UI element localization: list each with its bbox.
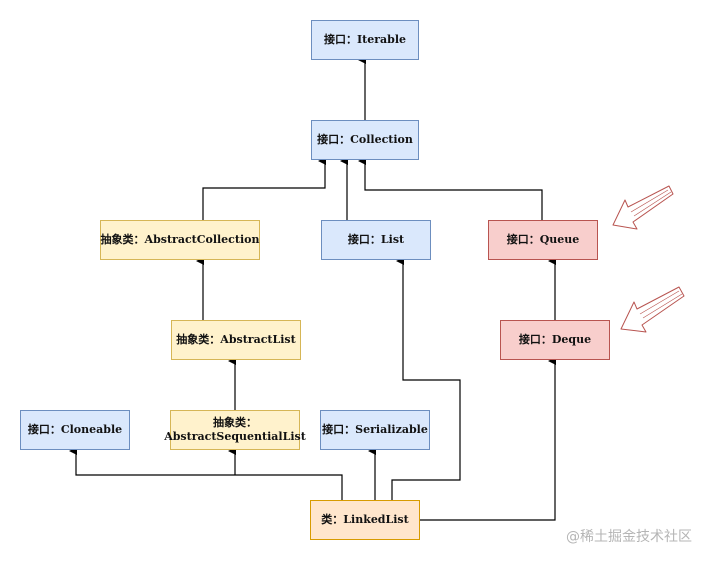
node-queue[interactable]: 接口：Queue xyxy=(488,220,598,260)
node-abstract-sequential-list[interactable]: 抽象类： AbstractSequentialList xyxy=(164,410,306,450)
watermark-text: @稀土掘金技术社区 xyxy=(566,529,692,545)
node-deque-label: 接口：Deque xyxy=(518,333,592,346)
node-collection[interactable]: 接口：Collection xyxy=(311,120,419,160)
callout-arrow-queue xyxy=(612,185,674,230)
node-abstract-sequential-list-label-line2: AbstractSequentialList xyxy=(164,430,306,443)
edge-linkedlist-to-cloneable xyxy=(69,447,343,500)
node-iterable-label: 接口：Iterable xyxy=(323,33,407,46)
node-deque[interactable]: 接口：Deque xyxy=(500,320,610,360)
node-abstract-list-label: 抽象类：AbstractList xyxy=(176,333,296,346)
node-list-label: 接口：List xyxy=(347,233,405,246)
edge-abstractcollection-to-collection xyxy=(202,157,326,220)
node-list[interactable]: 接口：List xyxy=(321,220,431,260)
node-abstract-list[interactable]: 抽象类：AbstractList xyxy=(171,320,301,360)
edge-linkedlist-to-list xyxy=(391,257,461,500)
node-cloneable[interactable]: 接口：Cloneable xyxy=(20,410,130,450)
node-collection-label: 接口：Collection xyxy=(317,133,413,146)
node-linked-list[interactable]: 类：LinkedList xyxy=(310,500,420,540)
node-linked-list-label: 类：LinkedList xyxy=(321,513,409,526)
node-iterable[interactable]: 接口：Iterable xyxy=(311,20,419,60)
node-abstract-sequential-list-label-line1: 抽象类： xyxy=(213,416,257,429)
node-abstract-collection-label: 抽象类：AbstractCollection xyxy=(100,233,260,246)
callout-arrow-deque xyxy=(620,286,685,333)
node-queue-label: 接口：Queue xyxy=(506,233,580,246)
node-serializable[interactable]: 接口：Serializable xyxy=(320,410,430,450)
edge-queue-to-collection xyxy=(358,157,543,220)
node-abstract-collection[interactable]: 抽象类：AbstractCollection xyxy=(100,220,260,260)
node-cloneable-label: 接口：Cloneable xyxy=(27,423,123,436)
edge-linkedlist-to-deque xyxy=(420,357,556,521)
node-serializable-label: 接口：Serializable xyxy=(322,423,428,436)
